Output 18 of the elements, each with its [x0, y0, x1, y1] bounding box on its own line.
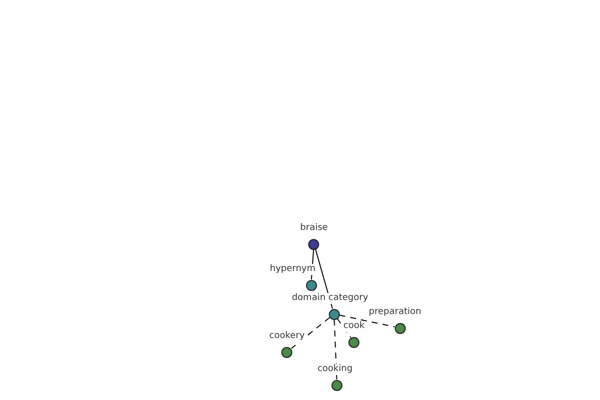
graph-node [299, 222, 329, 250]
node-label: braise [299, 222, 329, 234]
node-label: domain category [290, 292, 370, 304]
node-label: preparation [368, 306, 422, 318]
node-label: cookery [268, 330, 306, 342]
graph-node [268, 264, 316, 290]
graph-node [316, 364, 354, 390]
graph-node [290, 292, 370, 320]
node-label: cook [342, 320, 366, 332]
connector-line [338, 314, 396, 328]
connector-line [290, 316, 330, 350]
graph-node [342, 320, 366, 348]
node-label: hypernym [268, 264, 316, 274]
connector-line [334, 319, 338, 380]
node-label: cooking [316, 364, 354, 374]
connector-line [336, 318, 352, 338]
graph-node [268, 330, 306, 358]
graph-node [368, 306, 422, 334]
